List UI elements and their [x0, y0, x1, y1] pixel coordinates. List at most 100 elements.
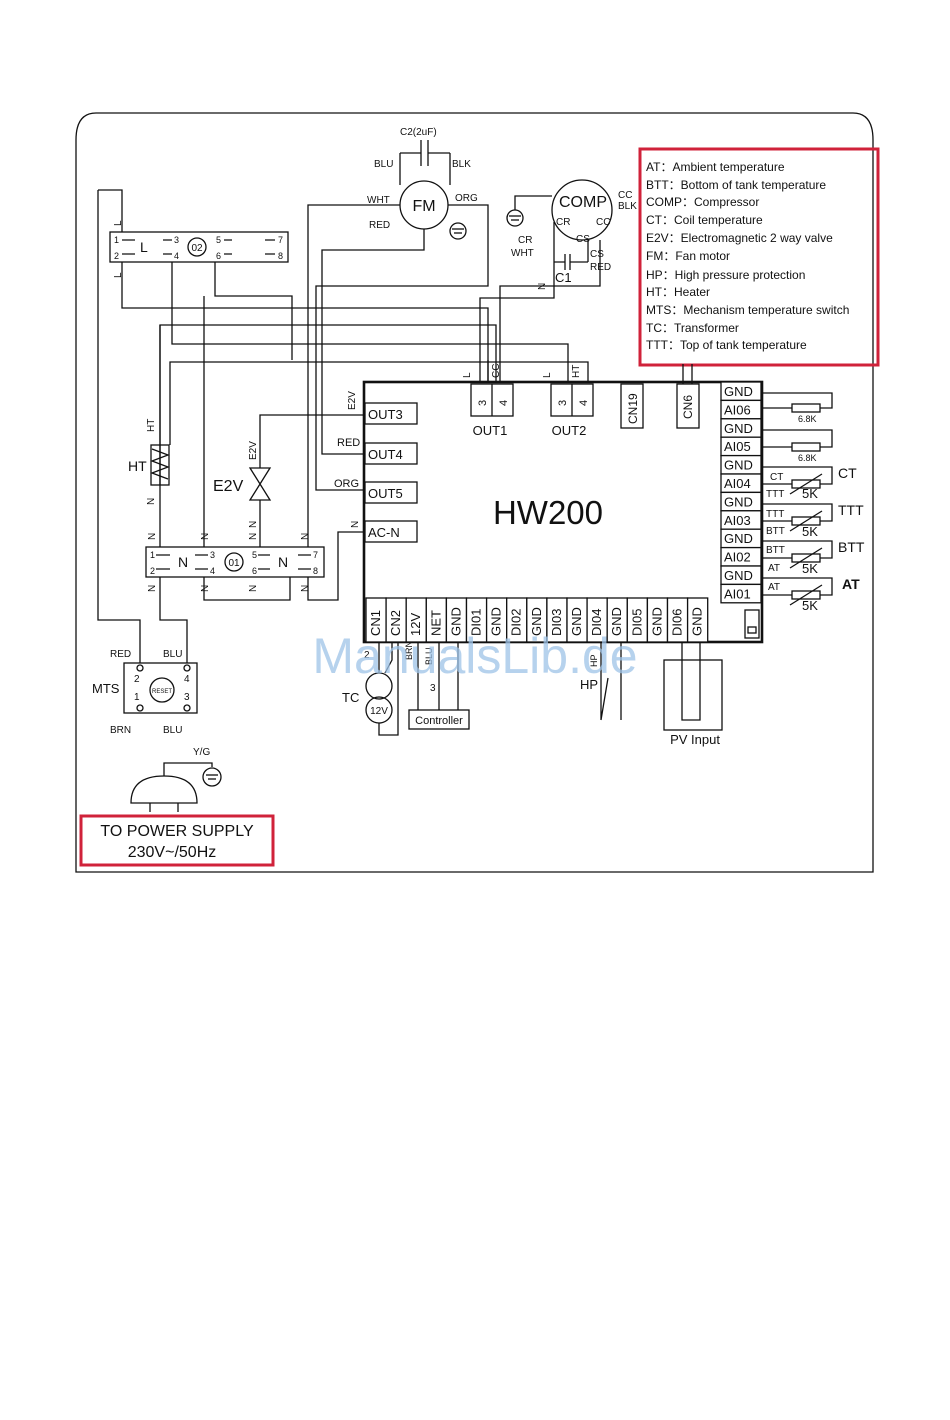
svg-text:1: 1 [150, 550, 155, 560]
heater: HT HT N [128, 419, 170, 505]
svg-text:AT: AT [768, 563, 780, 574]
svg-text:L: L [462, 372, 473, 378]
svg-text:3: 3 [477, 400, 489, 406]
fm-earth-icon [449, 222, 467, 240]
legend-item-hp: HP：High pressure protection [646, 268, 805, 282]
wiring [97, 189, 601, 663]
legend-item-fm: FM：Fan motor [646, 249, 730, 263]
svg-text:4: 4 [184, 674, 190, 685]
sensor-ttt-label: TTT [838, 502, 864, 518]
svg-text:3: 3 [174, 235, 179, 245]
out1-label: OUT1 [473, 423, 508, 438]
board-left-ports: OUT3 OUT4 OUT5 AC-N [364, 402, 418, 543]
svg-text:5: 5 [216, 235, 221, 245]
svg-text:2: 2 [364, 650, 370, 661]
power-supply-box [79, 814, 275, 867]
svg-text:BTT: BTT [766, 526, 785, 537]
bottom-pin-label: GND [649, 607, 664, 636]
bottom-pin-label: CN1 [368, 610, 383, 636]
bottom-pin-label: GND [609, 607, 624, 636]
svg-text:4: 4 [174, 251, 179, 261]
svg-text:L: L [140, 239, 148, 255]
svg-text:HT: HT [146, 419, 157, 432]
right-pin-label: GND [724, 494, 753, 509]
bottom-pin-label: DI02 [509, 609, 524, 636]
cn6-connector [676, 383, 700, 429]
svg-text:RED: RED [110, 649, 131, 660]
transformer: 2 BRN BLU 12V TC [342, 641, 434, 736]
bottom-pin-label: DI01 [469, 609, 484, 636]
svg-text:BRN: BRN [404, 641, 414, 660]
sensor-btt-label: BTT [838, 539, 865, 555]
right-pin-label: AI06 [724, 402, 751, 417]
svg-text:N: N [146, 498, 157, 505]
svg-text:E2V: E2V [248, 441, 259, 460]
bottom-pin-label: DI03 [549, 609, 564, 636]
svg-text:2: 2 [114, 251, 119, 261]
bottom-pin-label: 12V [408, 613, 423, 636]
legend-box [638, 147, 880, 367]
legend-item-comp: COMP：Compressor [646, 195, 759, 209]
out2-label: OUT2 [552, 423, 587, 438]
right-pin-label: GND [724, 568, 753, 583]
port-ac-n: AC-N [368, 525, 400, 540]
legend-item-btt: BTT：Bottom of tank temperature [646, 178, 826, 192]
right-pin-label: AI01 [724, 586, 751, 601]
fan-motor: C2(2uF) BLU BLK FM WHT ORG RED [367, 127, 478, 240]
e2v-label: E2V [213, 478, 244, 495]
cn19-connector [620, 383, 644, 429]
svg-text:5K: 5K [802, 486, 818, 501]
bottom-pin-label: NET [428, 610, 443, 636]
svg-text:8: 8 [313, 566, 318, 576]
legend-item-e2v: E2V：Electromagnetic 2 way valve [646, 231, 833, 245]
svg-text:TTT: TTT [766, 509, 784, 520]
svg-text:N: N [147, 533, 158, 540]
svg-text:BLU: BLU [424, 647, 434, 665]
svg-text:6: 6 [252, 566, 257, 576]
pv-label: PV Input [670, 732, 720, 747]
right-pin-label: GND [724, 458, 753, 473]
wire-label-e2v-out3: E2V [347, 391, 358, 410]
svg-text:BLU: BLU [374, 159, 393, 170]
bottom-pin-label: GND [448, 607, 463, 636]
svg-text:CC: CC [596, 217, 610, 228]
svg-text:N: N [278, 554, 288, 570]
legend-item-ttt: TTT：Top of tank temperature [646, 338, 807, 352]
svg-text:N: N [178, 554, 188, 570]
svg-text:6: 6 [216, 251, 221, 261]
svg-text:N: N [147, 585, 158, 592]
svg-text:CC: CC [618, 190, 632, 201]
svg-text:3: 3 [557, 400, 569, 406]
svg-text:BLK: BLK [452, 159, 471, 170]
svg-text:N: N [248, 585, 259, 592]
svg-text:CR: CR [556, 217, 570, 228]
right-pin-box [720, 583, 762, 604]
wire-label-red-out4: RED [337, 437, 360, 449]
svg-text:2: 2 [150, 566, 155, 576]
watermark: ManualsLib.de [312, 628, 637, 684]
svg-text:CS: CS [590, 249, 604, 260]
svg-text:N: N [248, 521, 259, 528]
svg-text:WHT: WHT [511, 248, 534, 259]
svg-text:5K: 5K [802, 561, 818, 576]
svg-text:N: N [248, 533, 259, 540]
svg-text:TTT: TTT [766, 489, 784, 500]
right-pin-label: AI04 [724, 476, 751, 491]
controller: Controller 3 [408, 642, 470, 730]
power-supply-title: TO POWER SUPPLY [100, 823, 254, 840]
svg-text:RED: RED [369, 220, 390, 231]
plug-earth-icon [202, 767, 222, 787]
svg-text:CR: CR [518, 235, 532, 246]
bottom-pin-label: DI04 [589, 609, 604, 636]
hp-label: HP [580, 677, 598, 692]
right-pin-label: GND [724, 384, 753, 399]
bottom-pin-label: GND [489, 607, 504, 636]
tc-label: TC [342, 690, 359, 705]
right-pin-label: GND [724, 531, 753, 546]
comp-earth-icon [506, 209, 524, 227]
hp-switch: HP HP [580, 642, 622, 721]
svg-text:ORG: ORG [455, 193, 478, 204]
svg-text:6.8K: 6.8K [798, 453, 817, 463]
svg-text:3: 3 [430, 683, 436, 694]
